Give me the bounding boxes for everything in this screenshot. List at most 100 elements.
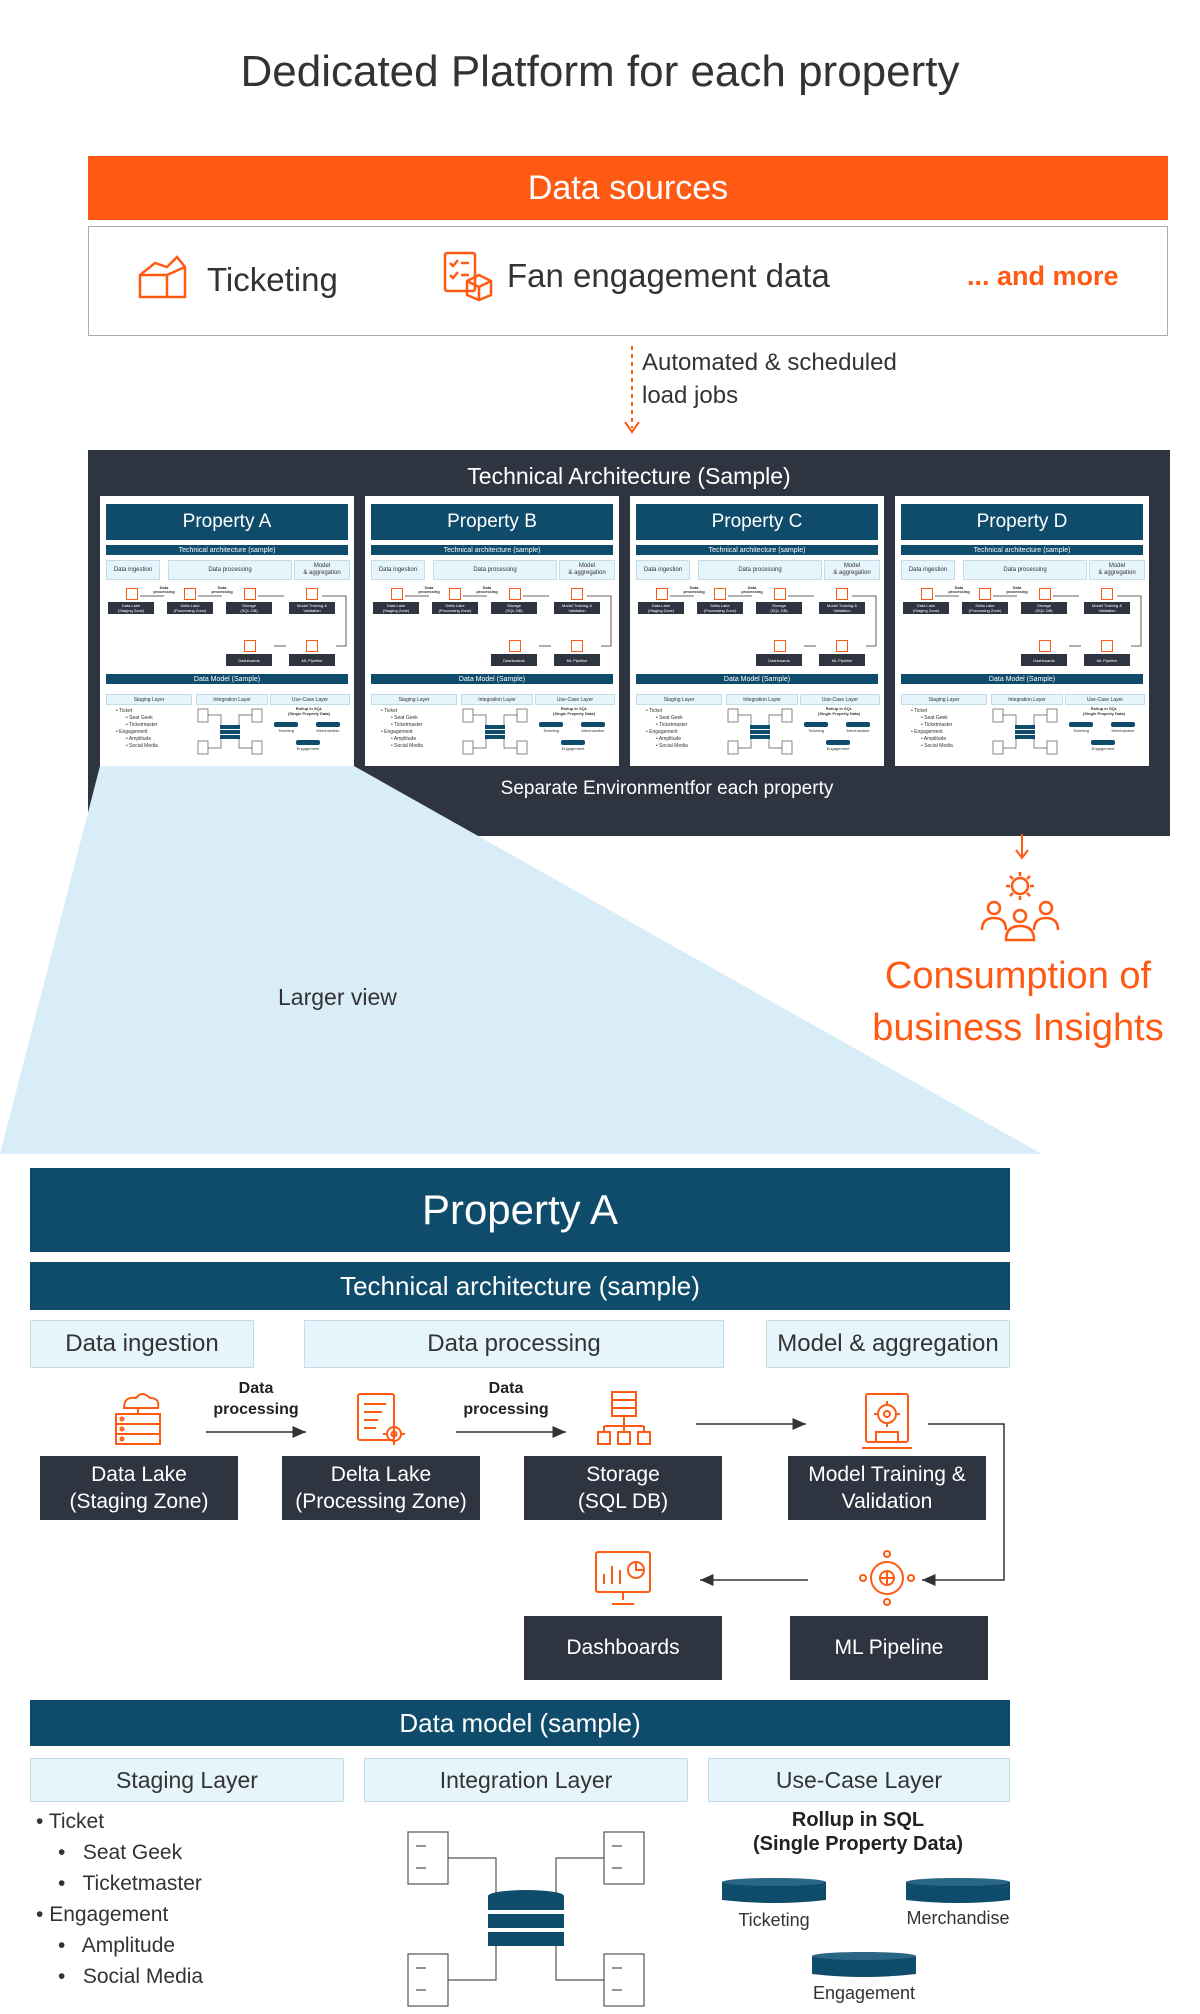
load-arrow — [622, 346, 642, 443]
mini-list-0-3: • Engagement — [116, 729, 148, 735]
mini-icon-0-2 — [244, 588, 256, 600]
mini-dm-header-2: Data Model (Sample) — [636, 674, 878, 684]
usecase-merchandise-db — [906, 1878, 1010, 1903]
list-social-media: • Social Media — [58, 1965, 204, 1988]
list-ticketmaster-text: Ticketmaster — [82, 1872, 202, 1895]
node-delta-lake-line-2: (Processing Zone) — [295, 1490, 467, 1513]
mini-list-3-1: • Seat Geek — [921, 715, 948, 721]
mini-tech-header-0: Technical architecture (sample) — [106, 545, 348, 555]
detail-tech-header: Technical architecture (sample) — [30, 1262, 1010, 1310]
mini-list-text-1-4: Amplitude — [393, 736, 417, 742]
mini-list-text-1-1: Seat Geek — [394, 715, 418, 721]
node-storage-line-2: (SQL DB) — [577, 1490, 669, 1513]
mini-list-text-3-4: Amplitude — [923, 736, 947, 742]
node-delta-lake-line-1: Delta Lake — [330, 1463, 432, 1486]
list-engagement: • Engagement — [36, 1903, 169, 1926]
mini-list-text-2-2: Ticketmaster — [659, 722, 688, 728]
layer-integration: Integration Layer — [364, 1758, 688, 1802]
node-data-lake-line-2: (Staging Zone) — [69, 1490, 209, 1513]
mini-icon-0-4 — [244, 640, 256, 652]
mini-usecase-db-1-1 — [581, 722, 605, 727]
mini-node-1-1: Delta Lake (Processing Zone) — [432, 602, 478, 614]
mini-usecase-label-2-1: Merchandise — [846, 728, 870, 733]
people-gear-icon — [980, 870, 1060, 947]
mini-list-2-1: • Seat Geek — [656, 715, 683, 721]
mini-phase-0-1: Data processing — [168, 560, 292, 580]
mini-usecase-db-3-2 — [1091, 740, 1115, 745]
mini-arrow-label-1-b: Data processing — [476, 585, 498, 594]
mini-icon-2-1 — [714, 588, 726, 600]
mini-layer-3-0: Staging Layer — [901, 694, 987, 705]
mini-list-1-0: • Ticket — [381, 708, 398, 714]
list-ticket-text: Ticket — [48, 1810, 105, 1833]
mini-usecase-db-2-0 — [804, 722, 828, 727]
arrow-label-2-line-2: processing — [463, 1401, 549, 1418]
mini-list-1-5: • Social Media — [391, 743, 423, 749]
storage-icon — [596, 1390, 652, 1453]
ticketing-label: Ticketing — [207, 261, 338, 298]
data-sources-box: Ticketing Fan engagement data ... and mo… — [88, 226, 1168, 336]
mini-layer-1-1: Integration Layer — [461, 694, 533, 705]
mini-usecase-db-1-2 — [561, 740, 585, 745]
load-note-line-2: load jobs — [642, 382, 739, 409]
mini-connectors-1 — [405, 595, 612, 647]
mini-rollup-1: Rollup in SQL (Single Property Data) — [552, 706, 595, 716]
mini-arrow-label-3-a: Data processing — [948, 585, 970, 594]
mini-icon-3-1 — [979, 588, 991, 600]
mini-usecase-label-1-2: Engagement — [561, 746, 585, 751]
mini-usecase-db-0-0 — [274, 722, 298, 727]
mini-arrow-label-0-b: Data processing — [211, 585, 233, 594]
mini-list-text-1-5: Social Media — [394, 743, 423, 749]
mini-node-0-3: Model Training & Validation — [289, 602, 335, 614]
mini-node-3-1: Delta Lake (Processing Zone) — [962, 602, 1008, 614]
mini-node-3-5: ML Pipeline — [1084, 654, 1130, 666]
mini-usecase-label-3-2: Engagement — [1091, 746, 1115, 751]
usecase-ticketing-db — [722, 1878, 826, 1903]
mini-list-2-2: • Ticketmaster — [656, 722, 688, 728]
ml-pipeline-icon — [858, 1550, 916, 1611]
mini-node-0-5: ML Pipeline — [289, 654, 335, 666]
node-model-training-line-1: Model Training & — [808, 1463, 966, 1486]
data-model-header: Data model (sample) — [30, 1700, 1010, 1746]
detail-title: Property A — [30, 1168, 1010, 1252]
mini-phase-2-2: Model & aggregation — [824, 560, 880, 580]
data-sources-header: Data sources — [88, 156, 1168, 220]
mini-dm-header-0: Data Model (Sample) — [106, 674, 348, 684]
mini-list-3-4: • Amplitude — [921, 736, 947, 742]
mini-icon-3-2 — [1039, 588, 1051, 600]
rollup-label: Rollup in SQL (Single Property Data) — [708, 1808, 1008, 1856]
arrow-label-2-line-1: Data — [488, 1380, 524, 1397]
mini-layer-2-1: Integration Layer — [726, 694, 798, 705]
mini-icon-2-5 — [836, 640, 848, 652]
mini-phase-1-0: Data ingestion — [371, 560, 425, 580]
mini-integration-3 — [992, 708, 1058, 755]
mini-phase-1-2: Model & aggregation — [559, 560, 615, 580]
usecase-engagement-label: Engagement — [812, 1983, 916, 2003]
mini-usecase-db-3-1 — [1111, 722, 1135, 727]
mini-icon-3-5 — [1101, 640, 1113, 652]
load-note-line-1: Automated & scheduled — [642, 349, 897, 376]
mini-list-3-5: • Social Media — [921, 743, 953, 749]
rollup-line-2: (Single Property Data) — [752, 1833, 964, 1855]
mini-list-text-3-0: Ticket — [914, 708, 928, 714]
load-note: Automated & scheduled load jobs — [642, 346, 897, 412]
mini-list-text-1-0: Ticket — [384, 708, 398, 714]
mini-title-3: Property D — [901, 504, 1143, 540]
layer-usecase: Use-Case Layer — [708, 1758, 1010, 1802]
mini-node-2-4: Dashboards — [756, 654, 802, 666]
node-dashboards: Dashboards — [524, 1616, 722, 1680]
mini-list-0-5: • Social Media — [126, 743, 158, 749]
mini-rollup-3: Rollup in SQL (Single Property Data) — [1082, 706, 1125, 716]
mini-layer-2-0: Staging Layer — [636, 694, 722, 705]
node-model-training-line-2: Validation — [841, 1490, 933, 1513]
mini-usecase-label-3-0: Ticketing — [1073, 728, 1089, 733]
integration-diagram — [407, 1831, 645, 2007]
mini-icon-1-3 — [571, 588, 583, 600]
arrow-label-1: Data processing — [198, 1378, 314, 1420]
usecase-merchandise-label: Merchandise — [906, 1908, 1010, 1928]
and-more-label: ... and more — [967, 261, 1119, 291]
mini-connectors-2 — [670, 595, 877, 647]
mini-phase-3-0: Data ingestion — [901, 560, 955, 580]
mini-arrow-label-3-b: Data processing — [1006, 585, 1028, 594]
